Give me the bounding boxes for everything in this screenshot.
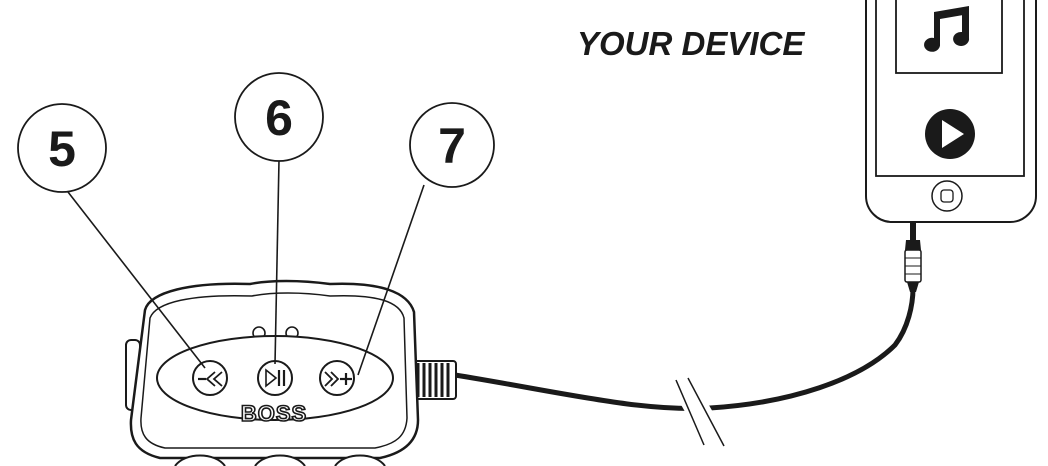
home-button-icon (931, 180, 963, 212)
svg-text:5: 5 (48, 121, 76, 177)
callout-5-leader (67, 191, 206, 369)
svg-text:6: 6 (265, 90, 293, 146)
aux-plug (904, 222, 922, 292)
next-track-button[interactable] (319, 360, 355, 396)
phone-device (865, 0, 1037, 223)
svg-text:7: 7 (438, 118, 466, 174)
callout-6: 6 (234, 72, 324, 162)
brand-logo: BOSS (241, 401, 307, 426)
callout-5: 5 (17, 103, 107, 193)
next-track-icon (324, 371, 352, 387)
cable-strain-relief (411, 360, 457, 400)
callout-6-leader (274, 159, 280, 365)
device-label: YOUR DEVICE (577, 25, 805, 62)
play-pause-button[interactable] (257, 360, 293, 396)
remote-control: BOSS (125, 279, 457, 466)
play-icon (925, 109, 975, 159)
audio-cable (454, 287, 916, 411)
callout-7-leader (357, 184, 425, 376)
music-note-icon (924, 6, 970, 52)
play-pause-icon (265, 368, 286, 388)
previous-track-button[interactable] (192, 360, 228, 396)
previous-track-icon (198, 371, 223, 387)
cable-break-mark (674, 377, 725, 447)
callout-7: 7 (409, 102, 495, 188)
